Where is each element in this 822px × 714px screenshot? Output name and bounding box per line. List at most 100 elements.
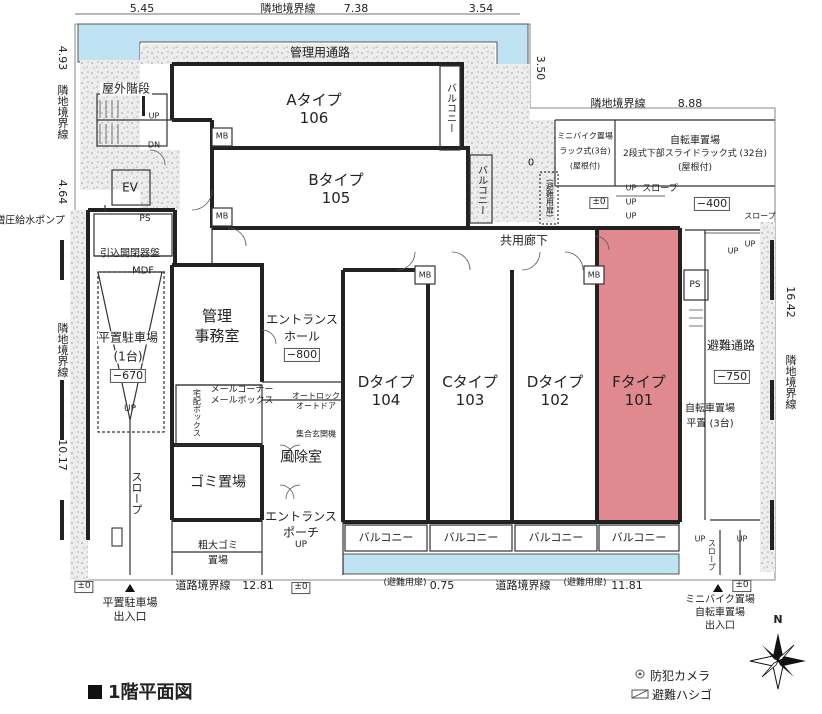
- autolock-line1: オートロック: [292, 391, 340, 401]
- stairs-down: DN: [147, 140, 161, 150]
- dim-left-lower: 10.17: [56, 439, 70, 471]
- parking-entrance-marker: [125, 584, 135, 592]
- service-switchboard: 引込開閉器盤: [100, 248, 160, 260]
- garbage-room: ゴミ置場: [190, 474, 246, 491]
- bike-up-1: UP: [625, 183, 637, 193]
- windbreak-room: 風除室: [280, 449, 322, 466]
- evac-door-right: (避難用扉): [563, 578, 607, 589]
- entrance-level: −800: [283, 347, 321, 363]
- bike-slope: スロープ: [642, 184, 678, 195]
- mb-f: MB: [587, 270, 601, 280]
- page-title: 1階平面図: [88, 678, 193, 704]
- unit-d102-number: 102: [540, 390, 570, 409]
- balcony-c: バルコニー: [443, 530, 499, 544]
- ps-left: PS: [139, 214, 151, 225]
- unit-d104-number: 104: [371, 390, 401, 409]
- delivery-box: 宅配ボックス: [192, 389, 202, 437]
- unit-f-highlight: [598, 228, 680, 520]
- evac-path: 避難通路: [706, 338, 756, 353]
- bike-entrance-line2: 自転車置場: [695, 607, 745, 619]
- office-line2: 事務室: [194, 326, 240, 345]
- unit-d102-type: Dタイプ: [526, 372, 584, 391]
- level-zero-parking: ±0: [74, 581, 94, 593]
- bike-entrance-line1: ミニバイク置場: [685, 594, 755, 606]
- evac-up-2: UP: [744, 239, 756, 249]
- dim-left-mid: 4.64: [56, 179, 70, 205]
- balcony-a: バルコニー: [444, 83, 456, 133]
- bulky-garbage-line1: 粗大ゴミ: [198, 540, 238, 552]
- legend-ladder: 避難ハシゴ: [652, 688, 713, 702]
- unit-f-type: Fタイプ: [612, 372, 666, 391]
- office-line1: 管理: [201, 306, 233, 325]
- unit-b-type: Bタイプ: [308, 170, 364, 189]
- page-title-text: 1階平面図: [108, 682, 193, 703]
- unit-b-number: 105: [321, 188, 351, 207]
- bike-parking-line3: (屋根付): [677, 163, 713, 174]
- bike-up-3: UP: [625, 211, 637, 221]
- bike-flat-line1: 自転車置場: [685, 403, 735, 415]
- parking-slope: スロープ: [130, 471, 144, 515]
- autolock-line2: オートドア: [296, 401, 336, 411]
- bike-entrance-up-1: UP: [694, 534, 706, 544]
- parking-entrance-line2: 出入口: [113, 609, 147, 623]
- level-zero-gravel: 0: [527, 157, 535, 169]
- mdf: MDF: [131, 265, 155, 277]
- mb-a: MB: [215, 131, 229, 141]
- porch-line1: エントランス: [265, 509, 337, 524]
- intercom: 集合玄関機: [296, 429, 336, 439]
- neighbor-boundary-right-top: 隣地境界線: [590, 96, 646, 110]
- evac-up-1: UP: [727, 246, 739, 256]
- bike-up-2: UP: [625, 197, 637, 207]
- outdoor-stairs: 屋外階段: [99, 81, 153, 96]
- entrance-hall-line1: エントランス: [266, 312, 338, 327]
- level-zero-bike-entrance: ±0: [732, 580, 752, 592]
- parking-up: UP: [123, 404, 137, 415]
- bike-parking-line2: 2段式下部スライドラック式 (32台): [622, 149, 768, 160]
- compass-rose: [749, 633, 806, 690]
- minibike-line2: ラック式(3台): [559, 146, 611, 156]
- elevator: EV: [122, 180, 138, 195]
- title-square-icon: [88, 685, 102, 699]
- management-path: 管理用通路: [289, 45, 351, 60]
- parking-count: (1台): [113, 349, 143, 364]
- bike-entrance-up-2: UP: [736, 534, 748, 544]
- porch-up: UP: [294, 540, 308, 551]
- dim-right-upper: 3.50: [534, 55, 548, 81]
- stairs-up: UP: [148, 111, 160, 121]
- dim-top-mid: 7.38: [343, 1, 369, 15]
- gravel-path: [140, 44, 495, 64]
- dim-left-upper: 4.93: [56, 45, 70, 71]
- porch-line2: ポーチ: [282, 525, 320, 540]
- evac-slope: スロープ: [744, 211, 776, 221]
- evac-door-left: (避難用扉): [383, 578, 427, 589]
- dim-right-lower: 16.42: [784, 286, 798, 318]
- unit-c-number: 103: [455, 390, 485, 409]
- evac-level: −750: [713, 369, 751, 385]
- neighbor-boundary-left-top: 隣地境界線: [56, 84, 70, 140]
- road-boundary-left: 道路境界線: [175, 578, 231, 592]
- camera-icon: [635, 669, 645, 679]
- level-zero-bike: ±0: [589, 197, 609, 209]
- mb-d104: MB: [418, 270, 432, 280]
- water-feature-bottom: [342, 553, 680, 575]
- compass-north-label: N: [773, 612, 783, 626]
- balcony-d104: バルコニー: [358, 530, 414, 544]
- neighbor-boundary-left-mid: 隣地境界線: [56, 322, 70, 378]
- dim-top-right: 3.54: [468, 1, 494, 15]
- minibike-line3: (屋根付): [569, 161, 601, 171]
- booster-pump: 増圧給水ポンプ: [0, 215, 65, 227]
- dim-bottom-left: 12.81: [242, 578, 274, 592]
- unit-f-number: 101: [624, 390, 654, 409]
- balcony-d102: バルコニー: [528, 530, 584, 544]
- dim-bottom-right: 11.81: [611, 578, 643, 592]
- balcony-f: バルコニー: [611, 530, 667, 544]
- parking-label: 平置駐車場: [97, 330, 159, 345]
- bike-entrance-slope: スロープ: [707, 539, 717, 571]
- neighbor-boundary-right-mid: 隣地境界線: [784, 354, 798, 410]
- dim-top-left: 5.45: [129, 1, 155, 15]
- parking-entrance-line1: 平置駐車場: [102, 595, 158, 609]
- bulky-garbage-line2: 置場: [208, 555, 228, 567]
- road-boundary-right: 道路境界線: [495, 578, 551, 592]
- evac-door-vertical: (避難用扉): [545, 178, 555, 218]
